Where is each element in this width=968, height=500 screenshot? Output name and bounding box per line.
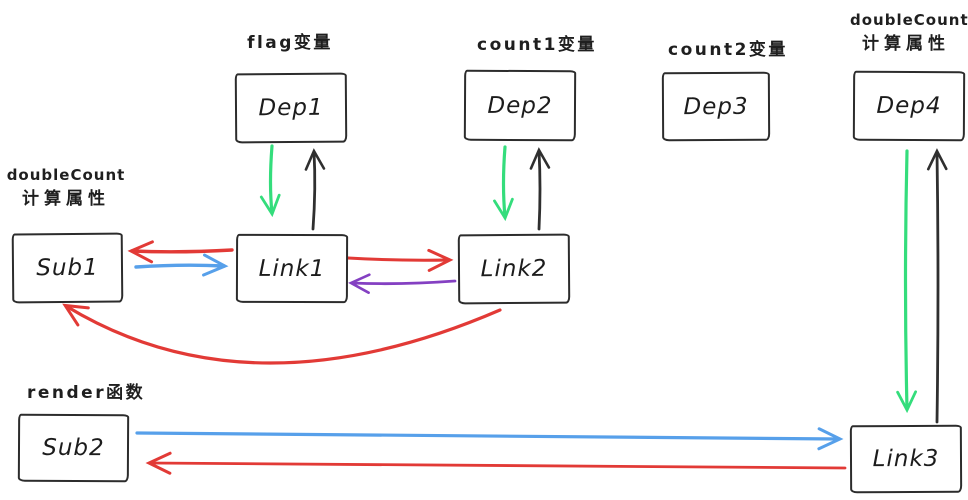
arrow-link2-to-sub1-curve <box>62 303 502 365</box>
arrow-link1-to-link2 <box>346 248 454 272</box>
node-sub2: Sub2 <box>17 413 130 483</box>
caption-doublecount-computed-sub1: doubleCount 计算属性 <box>5 165 127 211</box>
node-link2: Link2 <box>457 233 571 305</box>
caption-line: 计算属性 <box>862 33 950 54</box>
arrow-dep2-to-link2 <box>493 145 514 222</box>
node-link3: Link3 <box>849 424 963 494</box>
caption-line: doubleCount <box>850 11 968 29</box>
arrow-link1-to-dep1 <box>304 148 326 231</box>
caption-line: 计算属性 <box>22 188 110 209</box>
caption-render-function: render函数 <box>27 383 146 403</box>
arrow-link3-to-dep4 <box>926 148 948 424</box>
caption-line: doubleCount <box>6 166 126 184</box>
arrow-link2-to-link1 <box>348 273 457 294</box>
caption-count2-variable: count2变量 <box>668 40 788 60</box>
arrow-link1-to-sub1 <box>127 240 234 264</box>
arrow-dep1-to-link1 <box>259 144 281 218</box>
arrow-sub2-to-link3 <box>135 427 844 451</box>
node-link1: Link1 <box>235 233 349 304</box>
arrow-link3-to-sub2 <box>145 451 847 475</box>
node-dep3: Dep3 <box>661 71 771 142</box>
arrow-link2-to-dep2 <box>529 147 551 231</box>
caption-flag-variable: flag变量 <box>247 33 333 53</box>
node-sub1: Sub1 <box>11 232 124 304</box>
caption-count1-variable: count1变量 <box>477 35 597 55</box>
caption-doublecount-computed-dep4: doubleCount 计算属性 <box>850 10 968 56</box>
arrow-dep4-to-link3 <box>896 149 917 414</box>
node-dep2: Dep2 <box>463 69 577 142</box>
node-dep1: Dep1 <box>234 72 348 144</box>
node-dep4: Dep4 <box>852 70 966 142</box>
arrow-sub1-to-link1 <box>134 253 229 277</box>
